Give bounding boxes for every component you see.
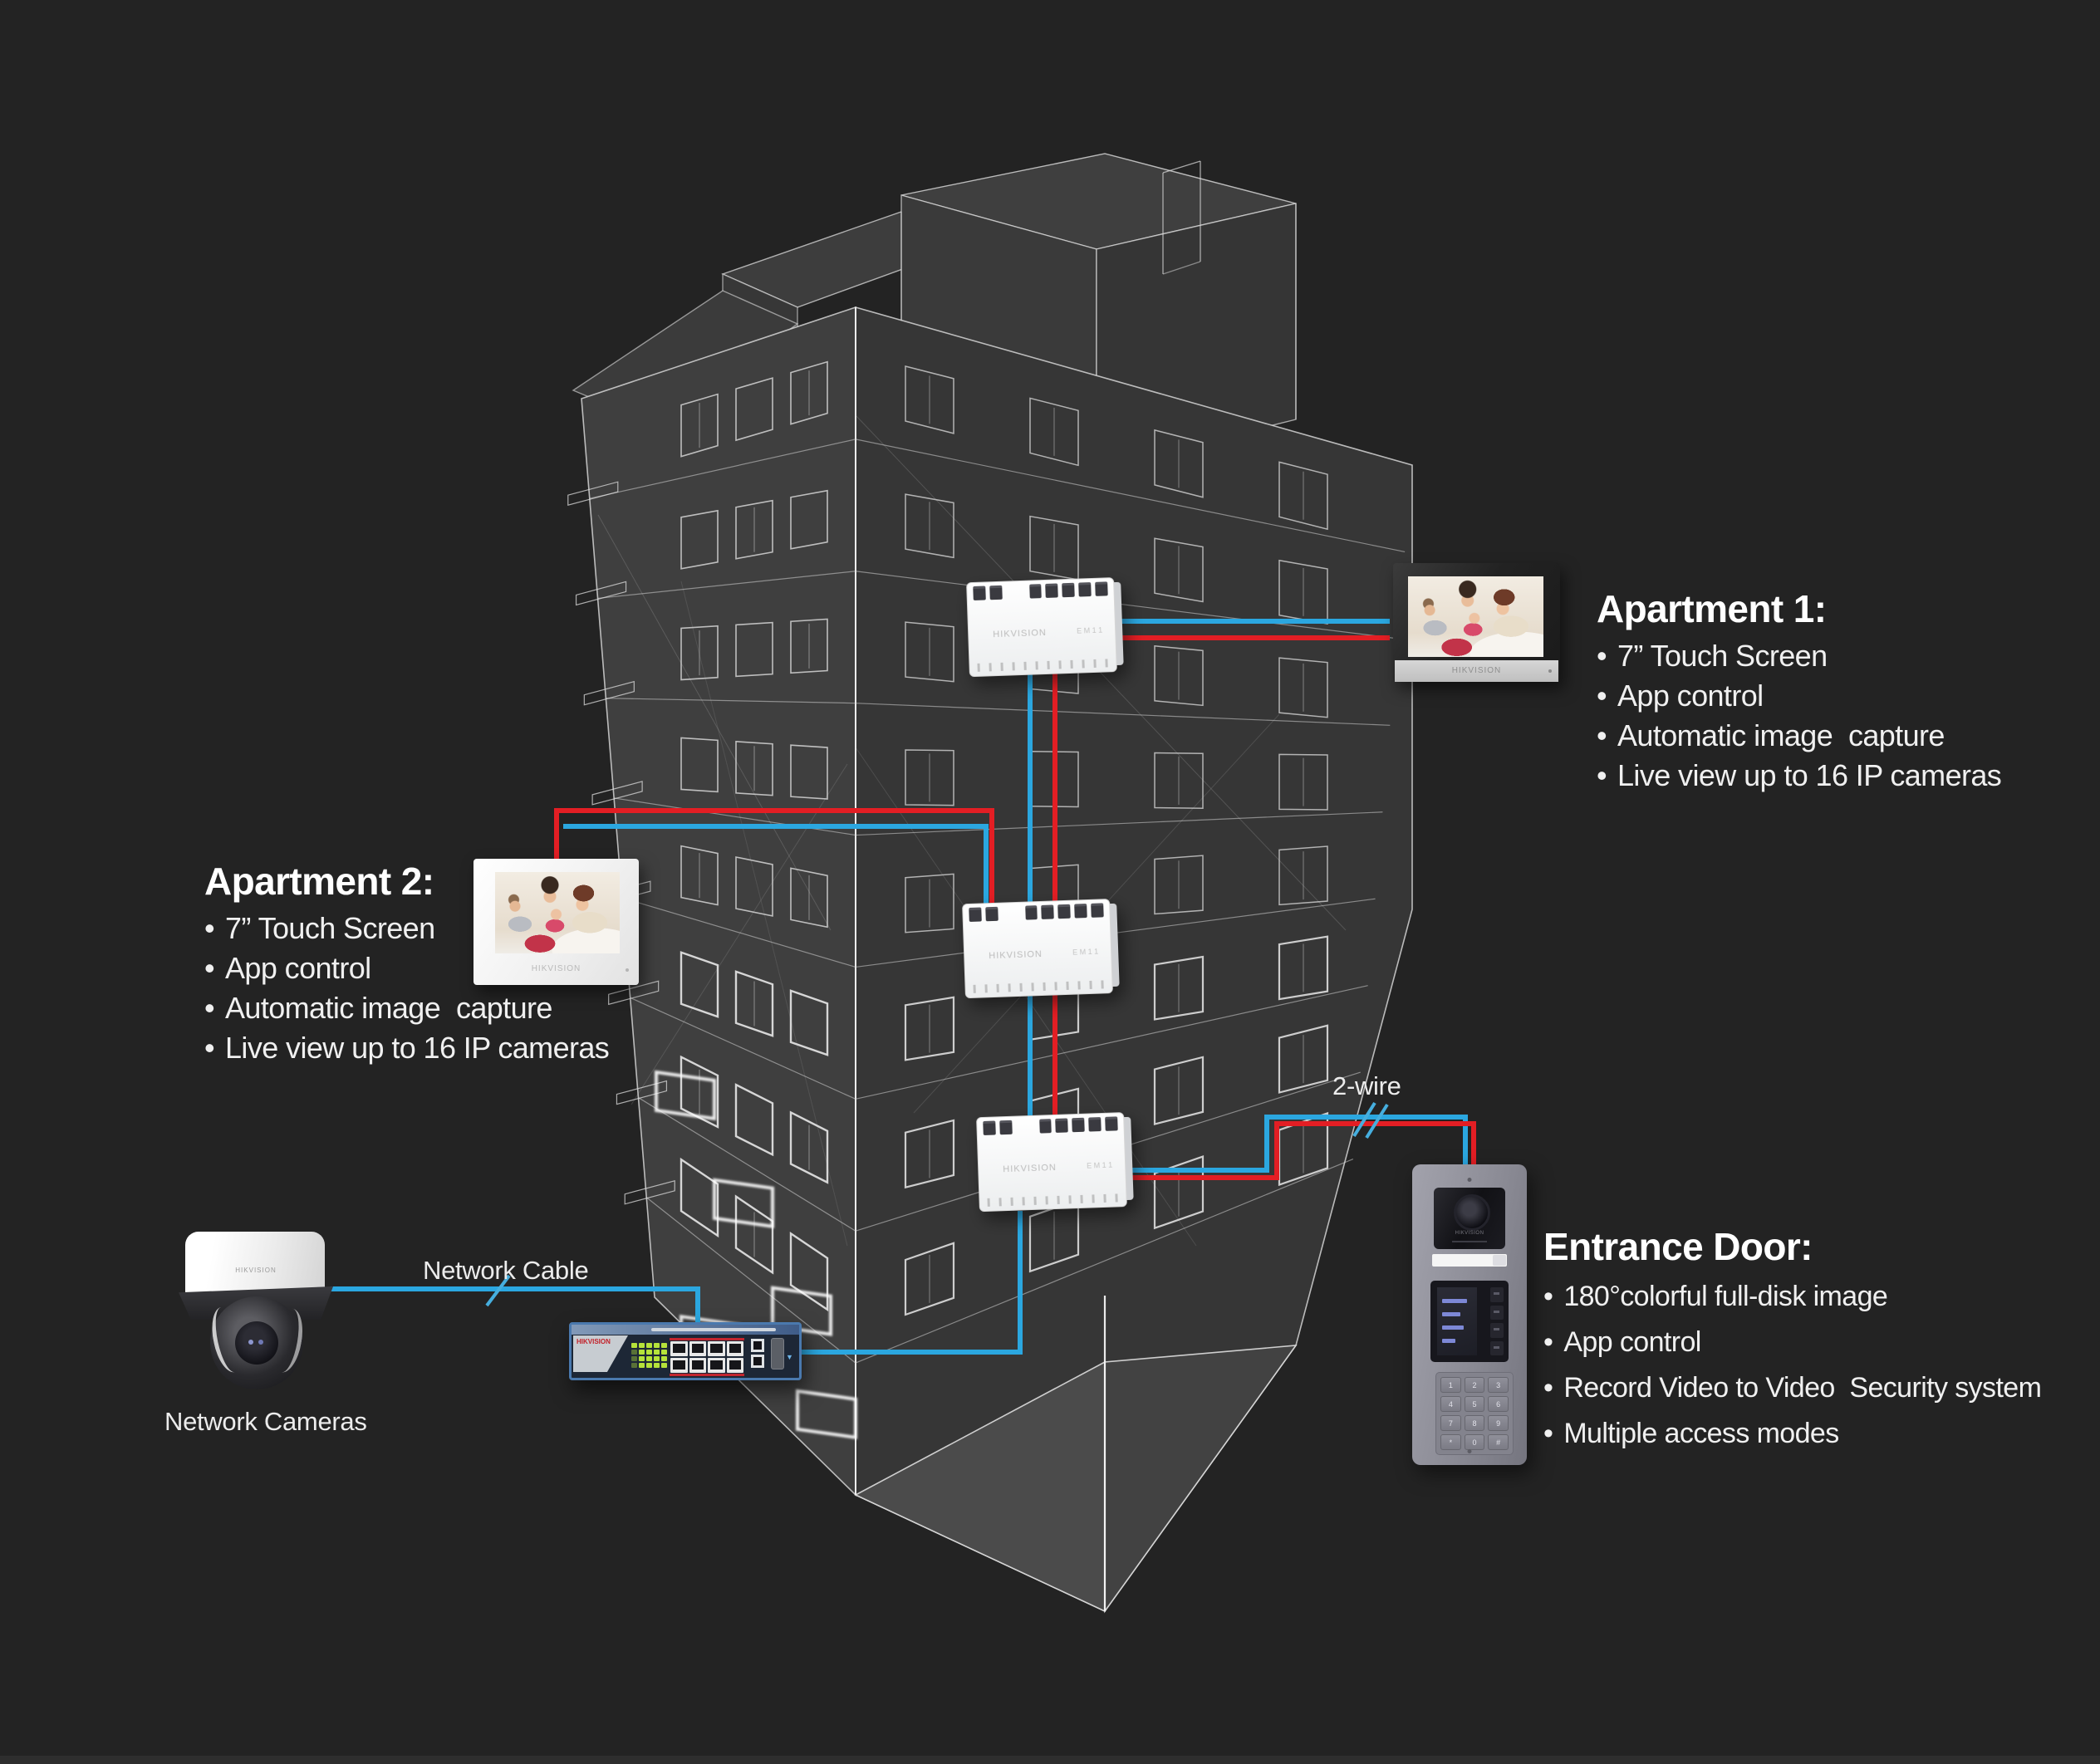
apartment1-info-block: Apartment 1: 7” Touch Screen App control… [1597, 586, 2002, 796]
keypad-key: * [1440, 1434, 1461, 1450]
two-wire-slash-1 [1352, 1101, 1376, 1138]
apartment1-title: Apartment 1: [1597, 587, 1827, 630]
distributor-model-label: E M 1 1 [1076, 625, 1103, 635]
network-cameras-label: Network Cameras [164, 1407, 367, 1436]
camera-brand-label: HIKVISION [235, 1267, 277, 1274]
cable-blue-to-door [1126, 1115, 1468, 1173]
screw-dot [1467, 1178, 1472, 1182]
monitor-mic-dot [626, 968, 629, 972]
feature-item: 7” Touch Screen [204, 909, 609, 948]
door-camera-module: HIKVISION [1434, 1188, 1505, 1249]
entrance-door-info-block: Entrance Door: 180°colorful full-disk im… [1543, 1224, 2042, 1457]
feature-item: Automatic image capture [1597, 716, 2001, 756]
keypad-key: 0 [1464, 1434, 1485, 1450]
distributor-middle: HIKVISION E M 1 1 [962, 899, 1120, 999]
keypad-key: 9 [1488, 1415, 1509, 1431]
switch-brand-logo: HIKVISION [577, 1338, 611, 1345]
keypad-key: # [1488, 1434, 1509, 1450]
network-dome-camera: HIKVISION [179, 1232, 333, 1389]
feature-item: Live view up to 16 IP cameras [204, 1028, 610, 1068]
door-function-keys [1490, 1287, 1504, 1355]
keypad-key: 8 [1464, 1415, 1485, 1431]
two-wire-slash-2 [1365, 1103, 1389, 1139]
feature-item: Live view up to 16 IP cameras [1597, 756, 2002, 796]
distributor-top: HIKVISION E M 1 1 [966, 577, 1124, 678]
door-display-module [1430, 1281, 1509, 1362]
distributor-model-label: E M 1 1 [1086, 1160, 1113, 1170]
feature-item: Automatic image capture [204, 988, 609, 1028]
floor-strip [0, 1756, 2100, 1764]
keypad-key: 6 [1488, 1396, 1509, 1412]
feature-item: App control [204, 948, 609, 988]
apartment2-info-block: Apartment 2: 7” Touch Screen App control… [204, 859, 610, 1068]
cable-red-to-door [1126, 1121, 1476, 1180]
apartment2-feature-list: 7” Touch Screen App control Automatic im… [204, 909, 610, 1068]
door-speaker-slit [1452, 1241, 1487, 1242]
monitor-bottom-bar [1395, 660, 1558, 682]
cable-red-to-apartment2 [554, 808, 994, 905]
distributor-brand-label: HIKVISION [1003, 1162, 1057, 1175]
cable-layer [331, 619, 1476, 1355]
keypad-key: 5 [1464, 1396, 1485, 1412]
camera-housing [185, 1232, 325, 1298]
apartment1-monitor: HIKVISION [1393, 563, 1560, 682]
feature-item: 7” Touch Screen [1597, 636, 2001, 676]
keypad-key: 2 [1464, 1377, 1485, 1393]
door-display-screen [1437, 1287, 1477, 1355]
apartment2-title: Apartment 2: [204, 860, 434, 903]
cable-switch-to-building [795, 1211, 1023, 1355]
feature-item: App control [1543, 1320, 2041, 1365]
door-brand-label: HIKVISION [1455, 1231, 1484, 1236]
distributor-bottom: HIKVISION E M 1 1 [976, 1112, 1134, 1213]
keypad-key: 4 [1440, 1396, 1461, 1412]
monitor-brand-label: HIKVISION [1451, 666, 1502, 675]
switch-groove [651, 1328, 776, 1331]
network-switch: HIKVISION ▼ [569, 1322, 802, 1380]
feature-item: Multiple access modes [1543, 1411, 2041, 1457]
feature-item: App control [1597, 676, 2001, 716]
monitor-screen-photo [1408, 576, 1543, 657]
switch-rj45-ports [670, 1338, 744, 1376]
entrance-door-feature-list: 180°colorful full-disk image App control… [1543, 1274, 2042, 1457]
switch-arrow-icon: ▼ [786, 1353, 793, 1361]
entrance-door-title: Entrance Door: [1543, 1225, 1813, 1268]
distributor-model-label: E M 1 1 [1072, 947, 1099, 957]
apartment1-feature-list: 7” Touch Screen App control Automatic im… [1597, 636, 2002, 796]
switch-uplink-ports [751, 1339, 764, 1368]
two-wire-label: 2-wire [1332, 1071, 1401, 1100]
cable-camera-to-switch [331, 1286, 700, 1329]
feature-item: Record Video to Video Security system [1543, 1365, 2042, 1411]
network-cable-label: Network Cable [423, 1256, 589, 1285]
door-camera-lens [1454, 1194, 1490, 1231]
switch-sfp-slot [771, 1338, 784, 1370]
cable-break-slash [485, 1274, 511, 1307]
distributor-brand-label: HIKVISION [989, 948, 1043, 962]
keypad-key: 3 [1488, 1377, 1509, 1393]
camera-lens [235, 1321, 278, 1365]
monitor-mic-dot [1548, 669, 1552, 673]
door-name-tag [1432, 1254, 1507, 1267]
cable-blue-to-apartment2 [563, 824, 989, 905]
feature-item: 180°colorful full-disk image [1543, 1274, 2041, 1320]
keypad-key: 7 [1440, 1415, 1461, 1431]
keypad-key: 1 [1440, 1377, 1461, 1393]
screw-dot [1467, 1449, 1472, 1453]
distributor-brand-label: HIKVISION [993, 627, 1048, 640]
switch-led-indicators [631, 1343, 667, 1368]
door-call-button [1493, 1255, 1506, 1266]
